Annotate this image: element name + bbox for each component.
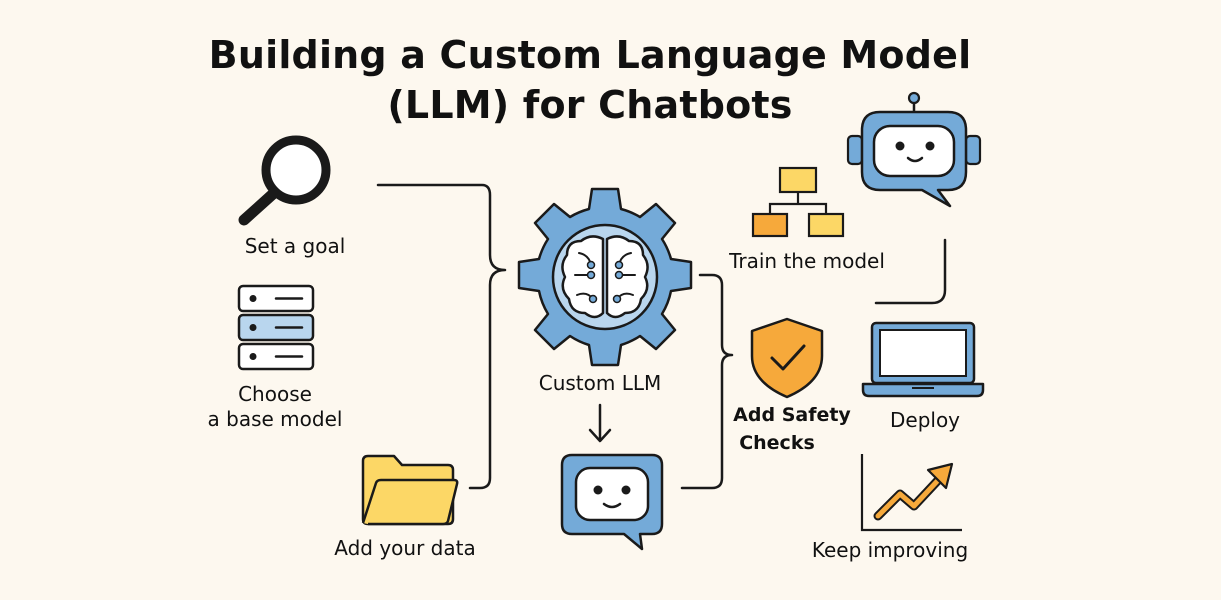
train-deploy-connector <box>874 238 947 305</box>
hierarchy-icon <box>751 166 845 238</box>
title-line-2: (LLM) for Chatbots <box>387 83 793 127</box>
train-model-label: Train the model <box>729 249 885 273</box>
set-goal-label: Set a goal <box>244 234 346 258</box>
add-data-label: Add your data <box>334 536 476 560</box>
magnifier-icon <box>238 135 331 226</box>
down-arrow-head <box>588 428 612 443</box>
laptop-icon <box>861 321 985 398</box>
safety-label-2: Checks <box>739 432 815 454</box>
custom-llm-label: Custom LLM <box>538 371 662 395</box>
folder-icon <box>361 454 459 526</box>
chat-bubble-face-icon <box>560 453 664 551</box>
gear-brain-icon <box>517 187 693 367</box>
server-stack-icon <box>237 284 315 371</box>
robot-chat-icon <box>846 91 982 208</box>
base-model-label-2: a base model <box>207 407 343 431</box>
right-bracket-connector <box>680 273 734 490</box>
deploy-label: Deploy <box>889 408 961 432</box>
safety-label-1: Add Safety <box>733 404 851 426</box>
left-bracket-connector <box>376 183 507 490</box>
shield-check-icon <box>750 317 824 399</box>
title-line-1: Building a Custom Language Model <box>208 33 972 77</box>
page-title: Building a Custom Language Model (LLM) f… <box>0 30 1180 130</box>
keep-improving-label: Keep improving <box>811 538 969 562</box>
trend-up-icon <box>860 454 962 532</box>
base-model-label-1: Choose <box>238 382 312 406</box>
